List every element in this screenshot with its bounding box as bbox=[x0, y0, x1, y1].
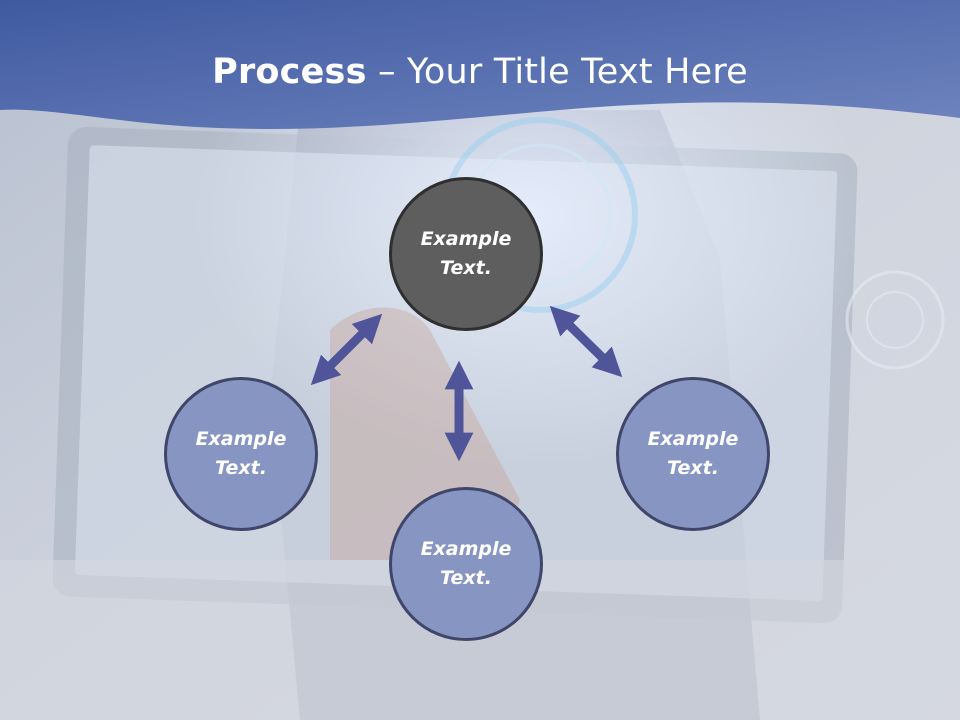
slide-title: Process – Your Title Text Here bbox=[0, 52, 960, 92]
title-bold: Process bbox=[212, 52, 367, 92]
title-rest: – Your Title Text Here bbox=[366, 52, 748, 92]
arrow-top-left bbox=[310, 313, 383, 386]
arrow-top-right bbox=[549, 305, 623, 378]
